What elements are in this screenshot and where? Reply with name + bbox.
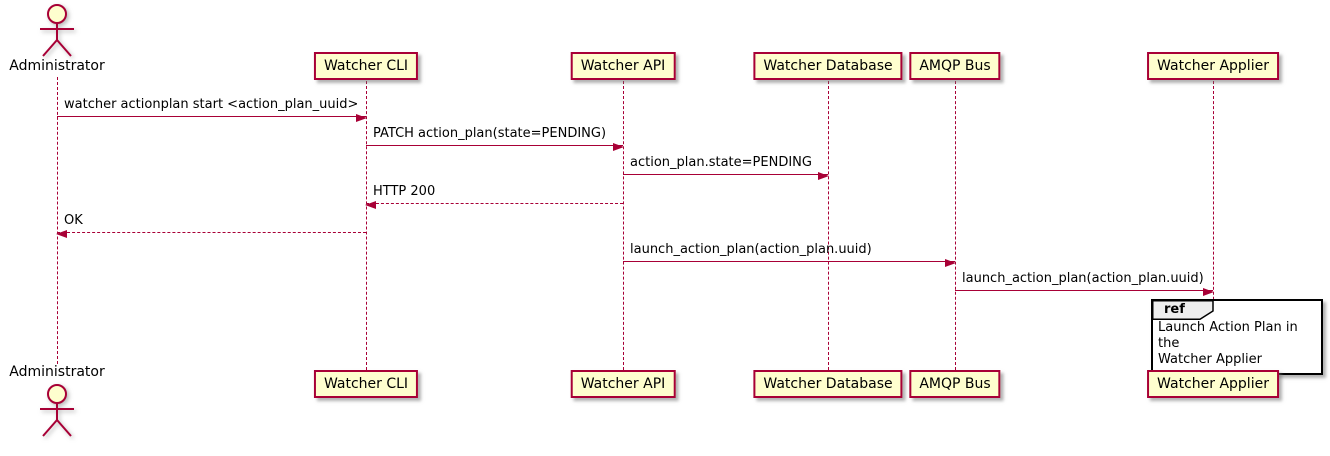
message-launch-action-plan-applier: launch_action_plan(action_plan.uuid) <box>955 269 1214 296</box>
participant-watcher-applier-top: Watcher Applier <box>1147 52 1279 80</box>
arrowhead-right-icon <box>356 114 367 122</box>
message-label: HTTP 200 <box>373 184 436 199</box>
lifeline-administrator <box>57 77 58 364</box>
lifeline-watcher-cli <box>366 81 367 370</box>
ref-keyword: ref <box>1164 302 1185 317</box>
message-http-200: HTTP 200 <box>365 182 623 209</box>
lifeline-amqp-bus <box>955 81 956 370</box>
participant-watcher-applier-bottom: Watcher Applier <box>1147 370 1279 398</box>
participant-watcher-cli-top: Watcher CLI <box>313 52 419 80</box>
ref-text-line: Watcher Applier <box>1158 352 1262 367</box>
arrowhead-left-icon <box>56 230 67 238</box>
message-ok: OK <box>56 211 366 238</box>
actor-label-bottom: Administrator <box>9 364 105 380</box>
lifeline-watcher-applier <box>1213 81 1214 370</box>
arrowhead-left-icon <box>365 201 376 209</box>
participant-watcher-database-bottom: Watcher Database <box>753 370 903 398</box>
participant-watcher-api-bottom: Watcher API <box>570 370 676 398</box>
message-arrow-line <box>623 261 955 262</box>
message-actionplan-start: watcher actionplan start <action_plan_uu… <box>57 95 367 122</box>
message-arrow-line <box>623 174 828 175</box>
message-label: PATCH action_plan(state=PENDING) <box>373 126 607 141</box>
participant-watcher-api-top: Watcher API <box>570 52 676 80</box>
participant-amqp-bus-bottom: AMQP Bus <box>909 370 1001 398</box>
actor-label-top: Administrator <box>9 58 105 74</box>
participant-watcher-cli-bottom: Watcher CLI <box>313 370 419 398</box>
message-return-line <box>366 203 623 204</box>
message-arrow-line <box>955 290 1213 291</box>
arrowhead-right-icon <box>1203 288 1214 296</box>
message-label: action_plan.state=PENDING <box>630 155 812 170</box>
actor-figure-icon <box>40 4 74 57</box>
ref-text: Launch Action Plan in the Watcher Applie… <box>1153 320 1321 373</box>
lifeline-watcher-api <box>623 81 624 370</box>
participant-amqp-bus-top: AMQP Bus <box>909 52 1001 80</box>
message-arrow-line <box>366 145 623 146</box>
arrowhead-right-icon <box>945 259 956 267</box>
message-patch-action-plan: PATCH action_plan(state=PENDING) <box>366 124 624 151</box>
participant-watcher-database-top: Watcher Database <box>753 52 903 80</box>
message-state-pending: action_plan.state=PENDING <box>623 153 829 180</box>
message-label: launch_action_plan(action_plan.uuid) <box>962 271 1204 286</box>
lifeline-watcher-database <box>828 81 829 370</box>
ref-text-line: Launch Action Plan in the <box>1158 320 1298 351</box>
message-return-line <box>57 232 366 233</box>
ref-tab-shape <box>1152 300 1214 320</box>
message-launch-action-plan-amqp: launch_action_plan(action_plan.uuid) <box>623 240 956 267</box>
message-label: watcher actionplan start <action_plan_uu… <box>64 97 359 112</box>
arrowhead-right-icon <box>818 172 829 180</box>
message-arrow-line <box>57 116 366 117</box>
message-label: launch_action_plan(action_plan.uuid) <box>630 242 872 257</box>
actor-figure-icon <box>40 384 74 437</box>
arrowhead-right-icon <box>613 143 624 151</box>
ref-fragment: ref Launch Action Plan in the Watcher Ap… <box>1151 299 1323 375</box>
message-label: OK <box>64 213 83 228</box>
